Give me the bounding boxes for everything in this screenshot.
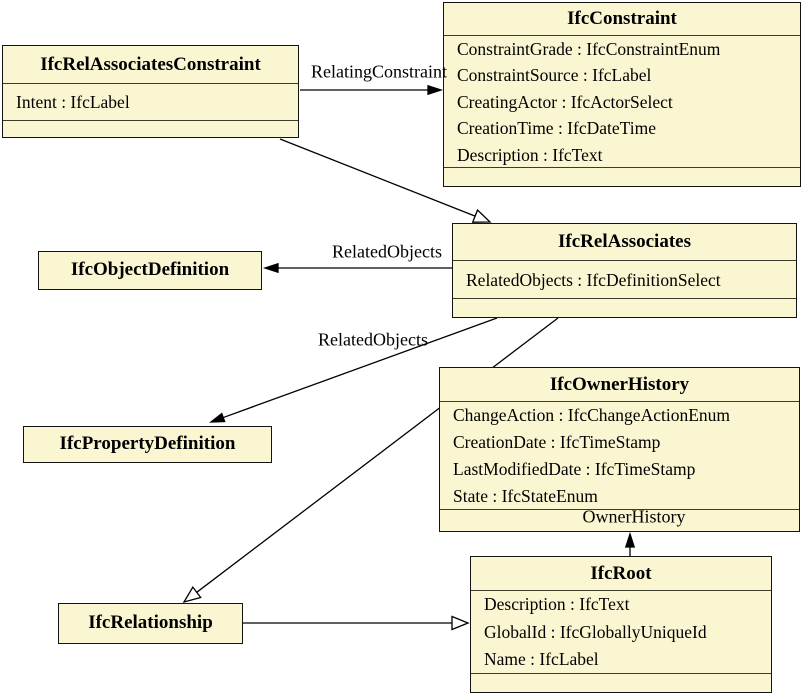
class-attribute: ConstraintGrade : IfcConstraintEnum <box>457 39 721 59</box>
class-attribute: ChangeAction : IfcChangeActionEnum <box>453 405 731 425</box>
class-operations-compartment <box>444 167 800 185</box>
edge-label-relatedobjects: RelatedObjects <box>332 241 442 262</box>
class-attribute: GlobalId : IfcGloballyUniqueId <box>484 621 707 642</box>
open-triangle-arrowhead-icon <box>182 585 202 604</box>
class-operations-compartment <box>3 120 298 136</box>
class-operations-compartment <box>471 673 771 691</box>
class-attribute: RelatedObjects : IfcDefinitionSelect <box>466 270 721 290</box>
class-attribute: Intent : IfcLabel <box>16 92 130 112</box>
open-triangle-arrowhead-icon <box>471 208 492 223</box>
class-operations-compartment <box>453 298 796 316</box>
class-attribute: Name : IfcLabel <box>484 649 599 670</box>
filled-arrowhead-icon <box>262 262 279 274</box>
class-attributes-compartment: Intent : IfcLabel <box>3 83 298 120</box>
open-triangle-arrowhead-icon <box>451 615 470 631</box>
class-title: IfcRoot <box>590 563 652 584</box>
class-title: IfcRelAssociatesConstraint <box>40 54 261 75</box>
filled-arrowhead-icon <box>427 84 444 96</box>
class-attributes-compartment: RelatedObjects : IfcDefinitionSelect <box>453 260 796 298</box>
class-attribute: Description : IfcText <box>457 144 603 165</box>
class-attribute: State : IfcStateEnum <box>453 486 598 506</box>
class-title: IfcRelationship <box>88 612 213 633</box>
class-operations-compartment <box>440 509 799 530</box>
class-title: IfcOwnerHistory <box>549 374 690 395</box>
class-title: IfcRelAssociates <box>558 231 691 252</box>
edge-label-relatedobjects: RelatedObjects <box>318 329 428 350</box>
edge-line-generalization <box>196 317 559 593</box>
class-attribute: Description : IfcText <box>484 594 630 614</box>
class-attribute: CreationDate : IfcTimeStamp <box>453 432 661 452</box>
class-attribute: CreatingActor : IfcActorSelect <box>457 91 673 112</box>
class-box-ifcpropertydefinition: IfcPropertyDefinition <box>23 426 272 463</box>
class-attribute: LastModifiedDate : IfcTimeStamp <box>453 459 696 479</box>
edge-line-relatedobjects <box>222 317 498 419</box>
class-title: IfcObjectDefinition <box>70 259 230 280</box>
class-box-ifcrelationship: IfcRelationship <box>58 603 243 644</box>
edge-line-generalization <box>279 138 476 217</box>
class-title: IfcPropertyDefinition <box>59 433 236 454</box>
edge-label-ownerhistory: OwnerHistory <box>582 506 686 527</box>
class-attribute: ConstraintSource : IfcLabel <box>457 65 652 86</box>
class-attribute: CreationTime : IfcDateTime <box>457 118 656 139</box>
class-box-ifcobjectdefinition: IfcObjectDefinition <box>38 251 262 290</box>
edge-label-relatingconstraint: RelatingConstraint <box>311 61 447 82</box>
filled-arrowhead-icon <box>624 531 636 548</box>
filled-arrowhead-icon <box>209 412 226 423</box>
class-title: IfcConstraint <box>567 8 677 29</box>
